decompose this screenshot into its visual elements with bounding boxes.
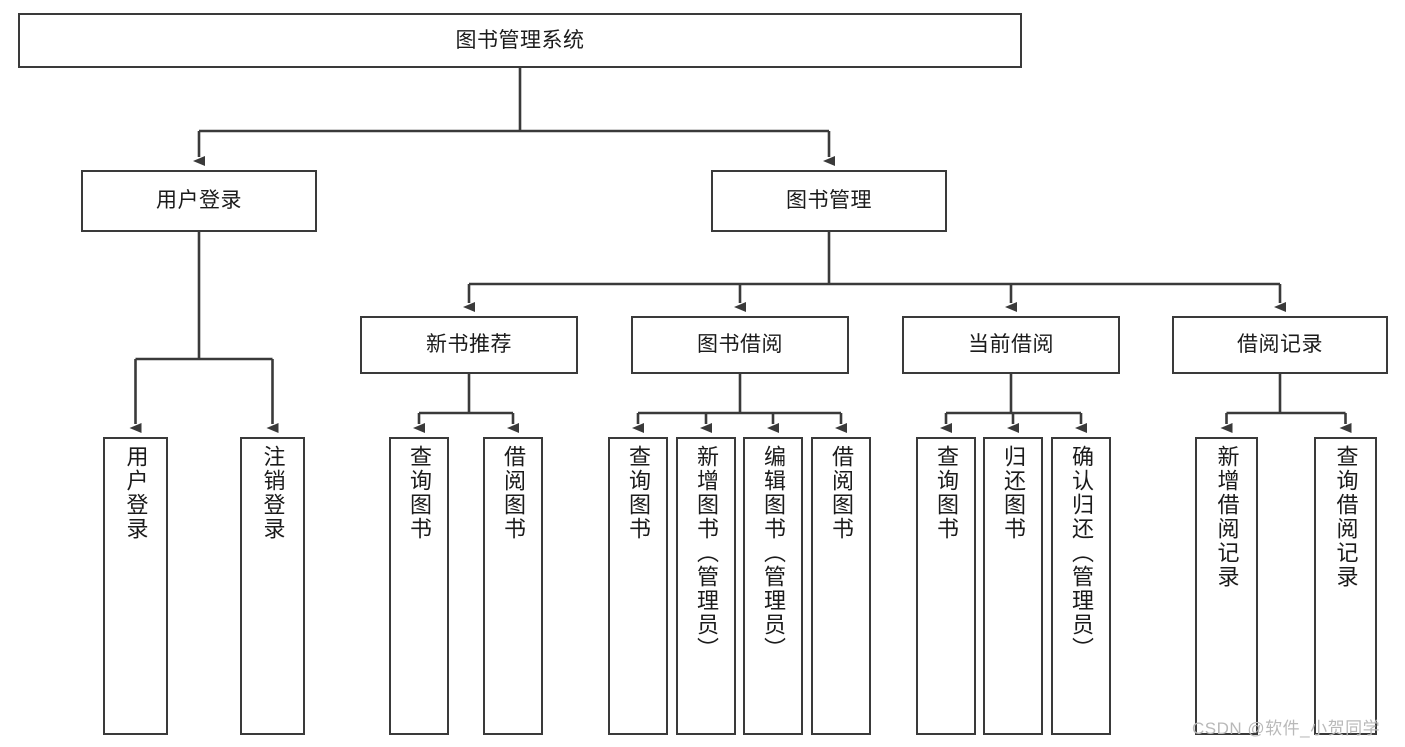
node-leaf_q_book_1[interactable]: 查询图书 <box>389 437 449 735</box>
node-borrow_record[interactable]: 借阅记录 <box>1172 316 1388 374</box>
node-label: 查询借阅记录 <box>1333 445 1359 589</box>
node-label: 借阅图书 <box>501 445 526 541</box>
node-leaf_logout[interactable]: 注销登录 <box>240 437 305 735</box>
node-label: 用户登录 <box>123 445 149 541</box>
node-leaf_add_rec[interactable]: 新增借阅记录 <box>1195 437 1258 735</box>
node-leaf_return[interactable]: 归还图书 <box>983 437 1043 735</box>
node-leaf_borrow_2[interactable]: 借阅图书 <box>811 437 871 735</box>
node-current_borrow[interactable]: 当前借阅 <box>902 316 1120 374</box>
node-label: 查询图书 <box>407 445 432 541</box>
node-label: 用户登录 <box>156 189 242 213</box>
node-label: 借阅记录 <box>1237 333 1323 357</box>
node-label: 借阅图书 <box>829 445 854 541</box>
node-leaf_edit_book[interactable]: 编辑图书（管理员） <box>743 437 803 735</box>
node-label: 图书管理系统 <box>455 28 585 52</box>
node-leaf_confirm[interactable]: 确认归还（管理员） <box>1051 437 1111 735</box>
node-label: 编辑图书（管理员） <box>761 445 786 661</box>
node-label: 归还图书 <box>1001 445 1026 541</box>
node-label: 新增图书（管理员） <box>694 445 719 661</box>
node-label: 注销登录 <box>260 445 286 541</box>
node-leaf_add_book[interactable]: 新增图书（管理员） <box>676 437 736 735</box>
node-label: 图书管理 <box>786 189 872 213</box>
node-leaf_q_rec[interactable]: 查询借阅记录 <box>1314 437 1377 735</box>
node-label: 新书推荐 <box>426 333 512 357</box>
node-book_manage[interactable]: 图书管理 <box>711 170 947 232</box>
watermark-label: CSDN @软件_小贺同学 <box>1192 719 1381 738</box>
node-leaf_q_book_3[interactable]: 查询图书 <box>916 437 976 735</box>
node-label: 确认归还（管理员） <box>1069 445 1094 661</box>
node-book_borrow[interactable]: 图书借阅 <box>631 316 849 374</box>
node-new_book_rec[interactable]: 新书推荐 <box>360 316 578 374</box>
node-leaf_q_book_2[interactable]: 查询图书 <box>608 437 668 735</box>
node-label: 当前借阅 <box>968 333 1054 357</box>
node-leaf_login[interactable]: 用户登录 <box>103 437 168 735</box>
node-label: 新增借阅记录 <box>1214 445 1240 589</box>
node-root[interactable]: 图书管理系统 <box>18 13 1022 68</box>
node-label: 图书借阅 <box>697 333 783 357</box>
node-leaf_borrow_1[interactable]: 借阅图书 <box>483 437 543 735</box>
node-label: 查询图书 <box>626 445 651 541</box>
node-user_login[interactable]: 用户登录 <box>81 170 317 232</box>
node-label: 查询图书 <box>934 445 959 541</box>
